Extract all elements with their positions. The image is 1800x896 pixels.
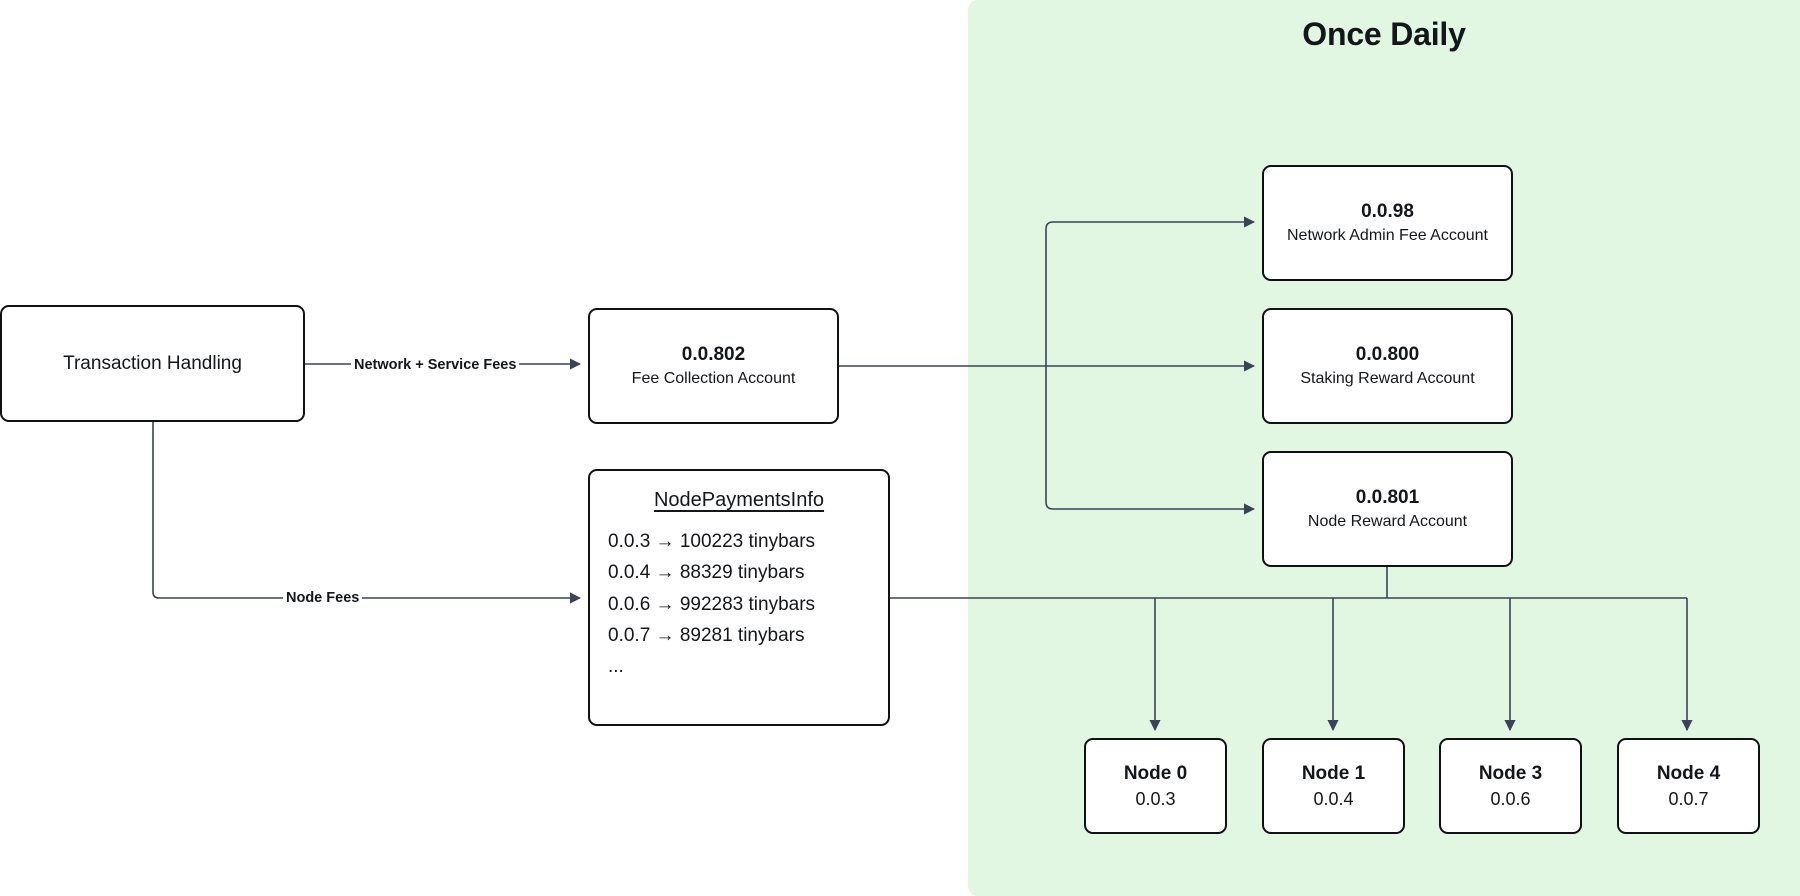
node-3-account: 0.0.6 (1490, 788, 1531, 809)
node-consensus-node-1[interactable]: Node 1 0.0.4 (1262, 738, 1405, 834)
transaction-handling-label: Transaction Handling (63, 352, 242, 374)
network-admin-fee-account-name: Network Admin Fee Account (1287, 227, 1488, 245)
network-admin-fee-account-id: 0.0.98 (1361, 201, 1414, 223)
node-payments-row: 0.0.7 → 89281 tinybars (608, 625, 805, 647)
node-3-label: Node 3 (1478, 763, 1543, 785)
node-4-label: Node 4 (1656, 763, 1721, 785)
node-node-reward-account[interactable]: 0.0.801 Node Reward Account (1262, 451, 1513, 567)
node-payments-info-title: NodePaymentsInfo (653, 489, 825, 511)
node-0-label: Node 0 (1123, 763, 1188, 785)
node-payments-info-card[interactable]: NodePaymentsInfo 0.0.3 → 100223 tinybars… (588, 469, 890, 726)
node-consensus-node-0[interactable]: Node 0 0.0.3 (1084, 738, 1227, 834)
edge-label-node-fees: Node Fees (283, 590, 363, 606)
edge-label-network-service-fees: Network + Service Fees (351, 357, 520, 373)
node-network-admin-fee-account[interactable]: 0.0.98 Network Admin Fee Account (1262, 165, 1513, 281)
node-staking-reward-account[interactable]: 0.0.800 Staking Reward Account (1262, 308, 1513, 424)
node-consensus-node-4[interactable]: Node 4 0.0.7 (1617, 738, 1760, 834)
node-reward-account-name: Node Reward Account (1307, 513, 1468, 531)
staking-reward-account-name: Staking Reward Account (1300, 370, 1475, 388)
node-fee-collection-account[interactable]: 0.0.802 Fee Collection Account (588, 308, 839, 424)
node-1-account: 0.0.4 (1313, 788, 1354, 809)
fee-collection-account-id: 0.0.802 (681, 344, 746, 366)
node-4-account: 0.0.7 (1668, 788, 1709, 809)
edge-transaction-to-node-payments (152, 422, 582, 604)
once-daily-title: Once Daily (1302, 16, 1466, 52)
staking-reward-account-id: 0.0.800 (1355, 344, 1420, 366)
node-reward-account-id: 0.0.801 (1355, 487, 1420, 509)
node-transaction-handling[interactable]: Transaction Handling (0, 305, 305, 422)
node-payments-row-ellipsis: ... (608, 656, 624, 678)
node-payments-row: 0.0.4 → 88329 tinybars (608, 562, 805, 584)
node-payments-row: 0.0.3 → 100223 tinybars (608, 531, 816, 552)
node-payments-row: 0.0.6 → 992283 tinybars (608, 593, 816, 615)
node-0-account: 0.0.3 (1135, 788, 1176, 809)
node-consensus-node-3[interactable]: Node 3 0.0.6 (1439, 738, 1582, 834)
node-1-label: Node 1 (1301, 763, 1366, 785)
fee-collection-account-name: Fee Collection Account (631, 370, 796, 388)
